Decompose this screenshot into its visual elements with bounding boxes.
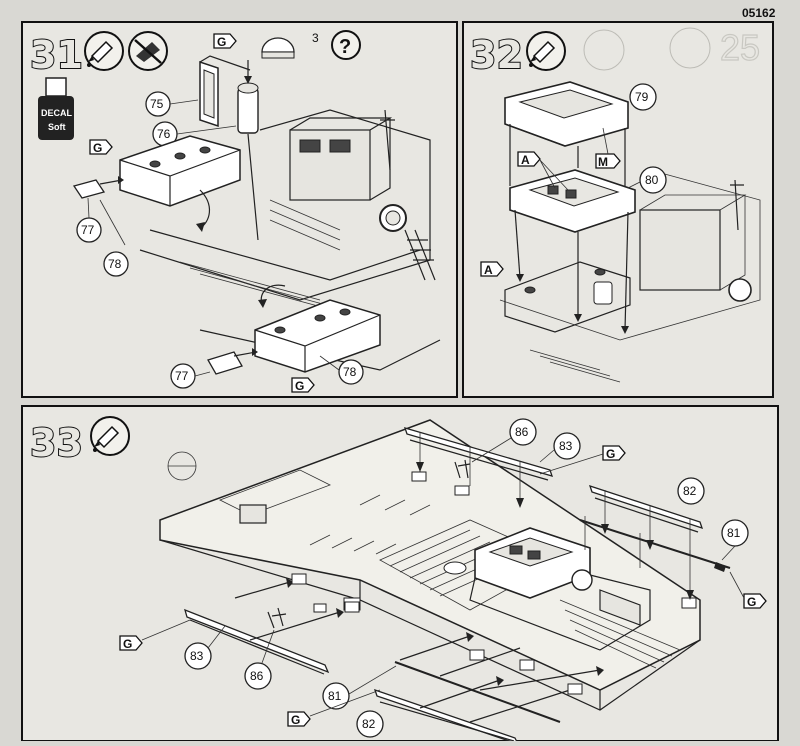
step-31-panel: 31 DECAL Soft G 3 (21, 21, 458, 398)
svg-text:78: 78 (108, 257, 122, 271)
svg-text:77: 77 (175, 369, 189, 383)
decal-label-bottom: Soft (48, 122, 66, 132)
ship-section (499, 169, 761, 383)
svg-text:G: G (217, 35, 226, 49)
svg-text:76: 76 (157, 127, 171, 141)
glue-tube-icon (526, 31, 566, 71)
decal-label-top: DECAL (41, 108, 73, 118)
tag-a-upper: A (517, 151, 569, 191)
svg-text:79: 79 (635, 90, 649, 104)
part-78-upper: 78 (99, 135, 241, 277)
svg-text:A: A (484, 263, 493, 277)
tag-g-top: G (213, 33, 237, 49)
tag-g-bottom-33: G (291, 713, 300, 727)
part-80: 80 (509, 166, 667, 233)
question-icon: ? (331, 30, 361, 60)
assembly-arrows-32 (509, 124, 629, 334)
decal-bottle-icon: DECAL Soft (38, 77, 74, 140)
part-75: 75 (145, 55, 251, 128)
step-32-number: 32 (470, 33, 523, 77)
step-31-number: 31 (30, 33, 83, 77)
tag-g-upper: G (93, 141, 102, 155)
part-86-lower: 86 (244, 603, 327, 690)
svg-text:86: 86 (250, 669, 264, 683)
tag-g-left-33: G (123, 637, 132, 651)
svg-text:?: ? (339, 36, 351, 58)
svg-text:86: 86 (515, 425, 529, 439)
part-82-lower: 82 (356, 676, 583, 746)
svg-text:81: 81 (727, 526, 741, 540)
svg-text:82: 82 (683, 484, 697, 498)
svg-text:G: G (606, 447, 615, 461)
tag-g-upper-33: G (539, 445, 626, 475)
no-glue-icon (128, 31, 168, 71)
part-81-lower: 81 G (287, 632, 604, 727)
ghost-print: 25 (583, 26, 761, 71)
step-33-panel: 33 (21, 405, 779, 746)
part-82-upper: 82 (588, 477, 705, 555)
step-32-panel: 32 25 (462, 21, 774, 398)
svg-text:25: 25 (720, 27, 760, 68)
part-83-upper: 83 (403, 427, 581, 508)
part-86-upper: 86 (454, 418, 537, 479)
part-78-lower: 78 G (254, 284, 381, 393)
svg-text:78: 78 (343, 365, 357, 379)
svg-text:A: A (521, 153, 530, 167)
svg-text:M: M (598, 155, 608, 169)
svg-text:83: 83 (190, 649, 204, 663)
ship-deck-drawing (139, 109, 441, 371)
glue-tube-icon (84, 31, 124, 71)
quantity-label: 3 (312, 31, 319, 45)
svg-text:83: 83 (559, 439, 573, 453)
deck-housing (469, 527, 651, 651)
part-83-lower: 83 G (119, 573, 360, 675)
part-81-upper: 81 G (579, 516, 767, 609)
tag-m: M (595, 127, 621, 169)
hull-deck (159, 419, 701, 711)
part-76: 76 (152, 60, 259, 241)
svg-text:77: 77 (81, 223, 95, 237)
svg-text:81: 81 (328, 689, 342, 703)
part-77-upper: 77 G (72, 139, 113, 243)
tag-a-lower: A (480, 261, 504, 277)
tag-g-right-33: G (747, 595, 756, 609)
dome-part (261, 37, 295, 59)
part-77-lower: 77 (170, 348, 258, 389)
glue-tube-icon (90, 416, 130, 456)
svg-text:75: 75 (150, 97, 164, 111)
sheet-code: 05162 (742, 6, 776, 20)
part-79: 79 (504, 81, 657, 147)
tag-g-lower: G (295, 379, 304, 393)
step-33-number: 33 (30, 421, 83, 465)
svg-text:82: 82 (362, 717, 376, 731)
svg-text:80: 80 (645, 173, 659, 187)
